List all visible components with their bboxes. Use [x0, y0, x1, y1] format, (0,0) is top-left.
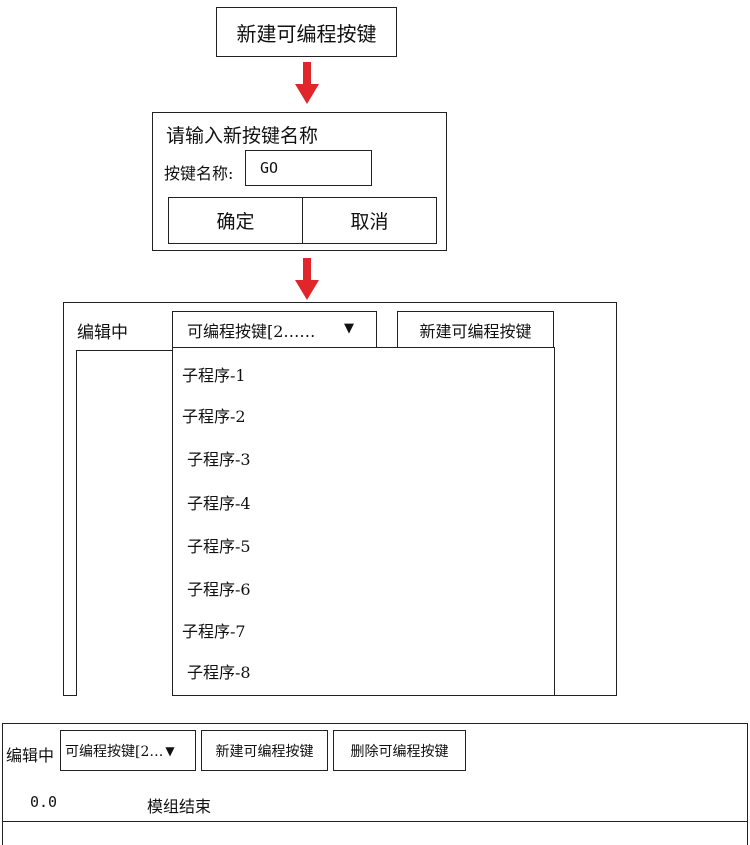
dropdown-caret-icon: ▼ — [344, 321, 354, 336]
left-pane — [76, 350, 174, 696]
dropdown-value: 可编程按键[2… — [65, 743, 164, 760]
list-item[interactable]: 子程序-2 — [182, 407, 246, 426]
row-text[interactable]: 模组结束 — [147, 797, 212, 816]
dropdown-caret-icon: ▼ — [165, 743, 175, 758]
new-programmable-key-button[interactable]: 新建可编程按键 — [201, 730, 328, 771]
new-programmable-key-button[interactable]: 新建可编程按键 — [216, 7, 397, 57]
dropdown-list: 子程序-1 子程序-2 子程序-3 子程序-4 子程序-5 子程序-6 子程序-… — [172, 347, 555, 696]
programmable-key-dropdown[interactable]: 可编程按键[2…… ▼ — [172, 311, 377, 348]
list-item[interactable]: 子程序-5 — [187, 537, 251, 556]
list-item[interactable]: 子程序-1 — [182, 366, 246, 385]
list-item[interactable]: 子程序-7 — [182, 622, 246, 641]
cancel-button[interactable]: 取消 — [302, 197, 437, 244]
dialog-title: 请输入新按键名称 — [166, 125, 319, 147]
list-item[interactable]: 子程序-4 — [187, 494, 251, 513]
key-name-label: 按键名称: — [164, 164, 234, 183]
dropdown-value: 可编程按键[2…… — [187, 321, 316, 341]
new-programmable-key-button[interactable]: 新建可编程按键 — [397, 311, 554, 348]
delete-programmable-key-button[interactable]: 删除可编程按键 — [333, 730, 466, 771]
key-name-input[interactable]: GO — [245, 150, 372, 186]
ok-button[interactable]: 确定 — [168, 197, 303, 244]
list-item[interactable]: 子程序-3 — [187, 450, 251, 469]
programmable-key-dropdown[interactable]: 可编程按键[2… ▼ — [60, 730, 196, 771]
editing-label: 编辑中 — [77, 323, 128, 343]
down-arrow-icon — [295, 258, 319, 300]
list-item[interactable]: 子程序-8 — [187, 663, 251, 682]
row-divider — [2, 821, 748, 822]
down-arrow-icon — [295, 62, 319, 104]
editing-label: 编辑中 — [6, 746, 55, 765]
list-item[interactable]: 子程序-6 — [187, 580, 251, 599]
row-number: 0.0 — [30, 793, 58, 811]
